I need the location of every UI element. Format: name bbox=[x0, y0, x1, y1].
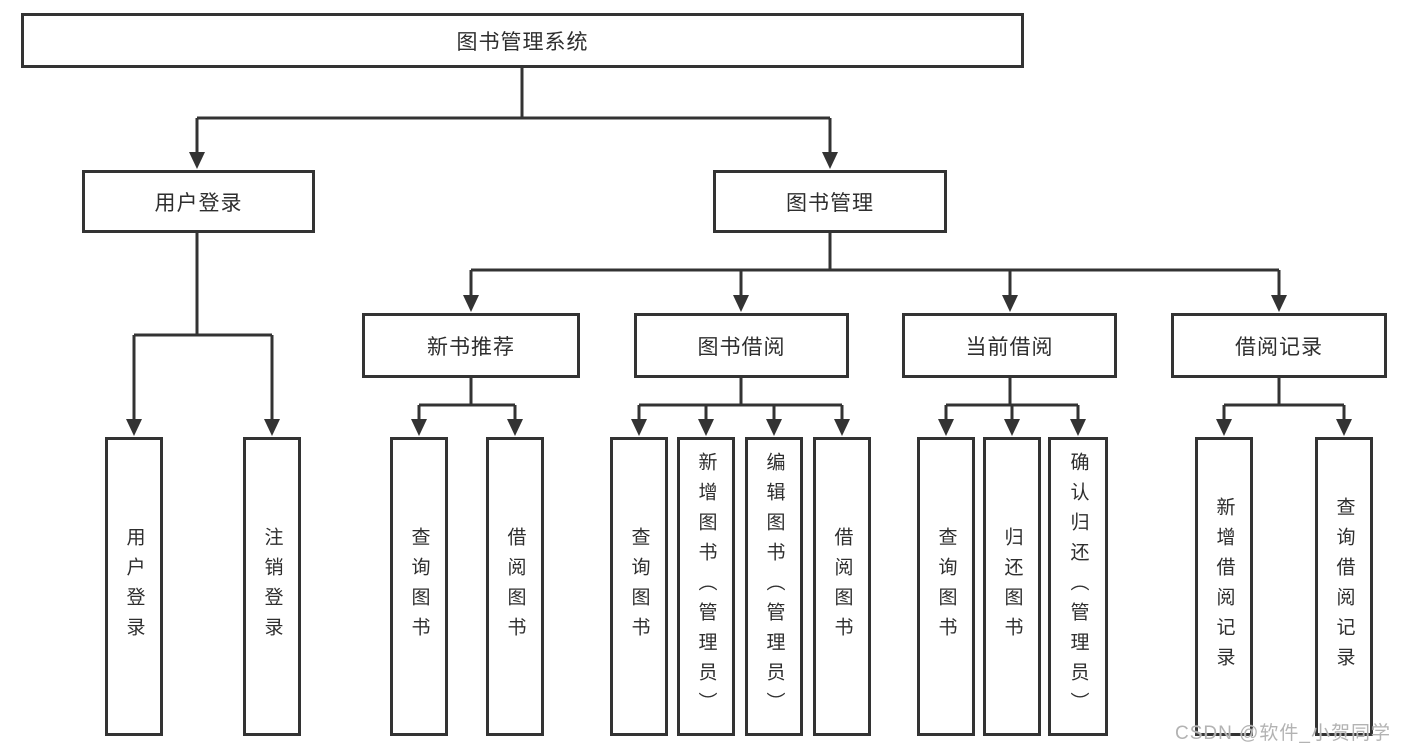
leaf-borrow-books: 借阅图书 bbox=[813, 437, 871, 736]
leaf-confirm-return-admin-label: 确认归还（管理员） bbox=[1067, 451, 1089, 722]
node-book-management-label: 图书管理 bbox=[786, 191, 874, 215]
leaf-logout: 注销登录 bbox=[243, 437, 301, 736]
node-library-management-system: 图书管理系统 bbox=[21, 13, 1024, 68]
leaf-confirm-return-admin: 确认归还（管理员） bbox=[1048, 437, 1108, 736]
node-book-borrow: 图书借阅 bbox=[634, 313, 849, 378]
node-current-borrow-label: 当前借阅 bbox=[965, 335, 1054, 359]
leaf-return-books: 归还图书 bbox=[983, 437, 1041, 736]
leaf-query-borrow-record-label: 查询借阅记录 bbox=[1333, 496, 1355, 677]
leaf-borrow-books-label: 借阅图书 bbox=[831, 526, 853, 647]
leaf-add-books-admin: 新增图书（管理员） bbox=[677, 437, 735, 736]
csdn-watermark: CSDN @软件_小贺同学 bbox=[1175, 723, 1391, 744]
node-new-book-recommend-label: 新书推荐 bbox=[427, 335, 515, 359]
leaf-borrow-books-recommend-label: 借阅图书 bbox=[504, 526, 526, 647]
leaf-user-login-label: 用户登录 bbox=[123, 526, 145, 647]
leaf-add-borrow-record: 新增借阅记录 bbox=[1195, 437, 1253, 736]
leaf-borrow-books-recommend: 借阅图书 bbox=[486, 437, 544, 736]
leaf-user-login: 用户登录 bbox=[105, 437, 163, 736]
leaf-query-books-current: 查询图书 bbox=[917, 437, 975, 736]
node-user-login-label: 用户登录 bbox=[154, 191, 243, 215]
node-borrow-records-label: 借阅记录 bbox=[1235, 335, 1323, 359]
node-book-management: 图书管理 bbox=[713, 170, 947, 233]
leaf-edit-books-admin-label: 编辑图书（管理员） bbox=[763, 451, 785, 722]
node-book-borrow-label: 图书借阅 bbox=[697, 335, 786, 359]
node-borrow-records: 借阅记录 bbox=[1171, 313, 1387, 378]
leaf-return-books-label: 归还图书 bbox=[1001, 526, 1023, 647]
leaf-query-borrow-record: 查询借阅记录 bbox=[1315, 437, 1373, 736]
leaf-query-books-current-label: 查询图书 bbox=[935, 526, 957, 647]
leaf-add-books-admin-label: 新增图书（管理员） bbox=[695, 451, 717, 722]
node-library-management-system-label: 图书管理系统 bbox=[456, 30, 589, 54]
leaf-query-books-recommend-label: 查询图书 bbox=[408, 526, 430, 647]
node-current-borrow: 当前借阅 bbox=[902, 313, 1117, 378]
leaf-edit-books-admin: 编辑图书（管理员） bbox=[745, 437, 803, 736]
leaf-query-books-borrow-label: 查询图书 bbox=[628, 526, 650, 647]
node-user-login: 用户登录 bbox=[82, 170, 315, 233]
leaf-logout-label: 注销登录 bbox=[261, 526, 283, 647]
leaf-query-books-recommend: 查询图书 bbox=[390, 437, 448, 736]
leaf-query-books-borrow: 查询图书 bbox=[610, 437, 668, 736]
leaf-add-borrow-record-label: 新增借阅记录 bbox=[1213, 496, 1235, 677]
node-new-book-recommend: 新书推荐 bbox=[362, 313, 580, 378]
